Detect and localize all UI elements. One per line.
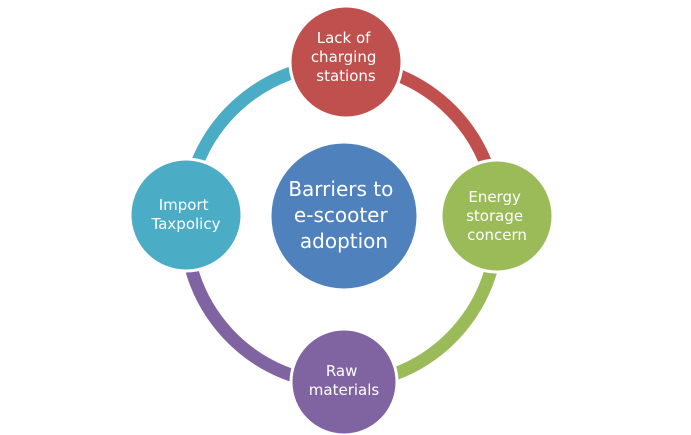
svg-text:Import Taxpolicy: Import Taxpolicy [151,196,221,233]
center-node: Barriers to e-scooter adoption [268,140,420,292]
center-line: Barriers to [288,177,393,201]
node-lack-of-charging-stations: Lack of charging stations [288,4,404,120]
node-line: concern [467,226,527,244]
svg-text:Raw materials: Raw materials [309,362,380,399]
svg-text:Lack of charging s: Lack of charging stations [311,29,381,85]
node-line: Energy [468,188,521,206]
node-line: Taxpolicy [151,215,221,233]
svg-text:Barriers to e-scooter: Barriers to e-scooter adoption [288,177,399,253]
center-line: adoption [300,229,388,253]
node-import-taxpolicy: Import Taxpolicy [128,157,244,273]
node-line: charging [311,48,377,66]
node-line: stations [316,67,376,85]
node-line: Import [159,196,209,214]
node-line: storage [466,207,523,225]
node-line: materials [309,381,380,399]
node-raw-materials: Raw materials [289,327,399,435]
svg-text:Energy storage con: Energy storage concern [466,188,528,244]
node-line: Lack of [317,29,371,47]
center-line: e-scooter [294,203,389,227]
node-line: Raw [326,362,358,380]
node-energy-storage-concern: Energy storage concern [439,158,555,274]
